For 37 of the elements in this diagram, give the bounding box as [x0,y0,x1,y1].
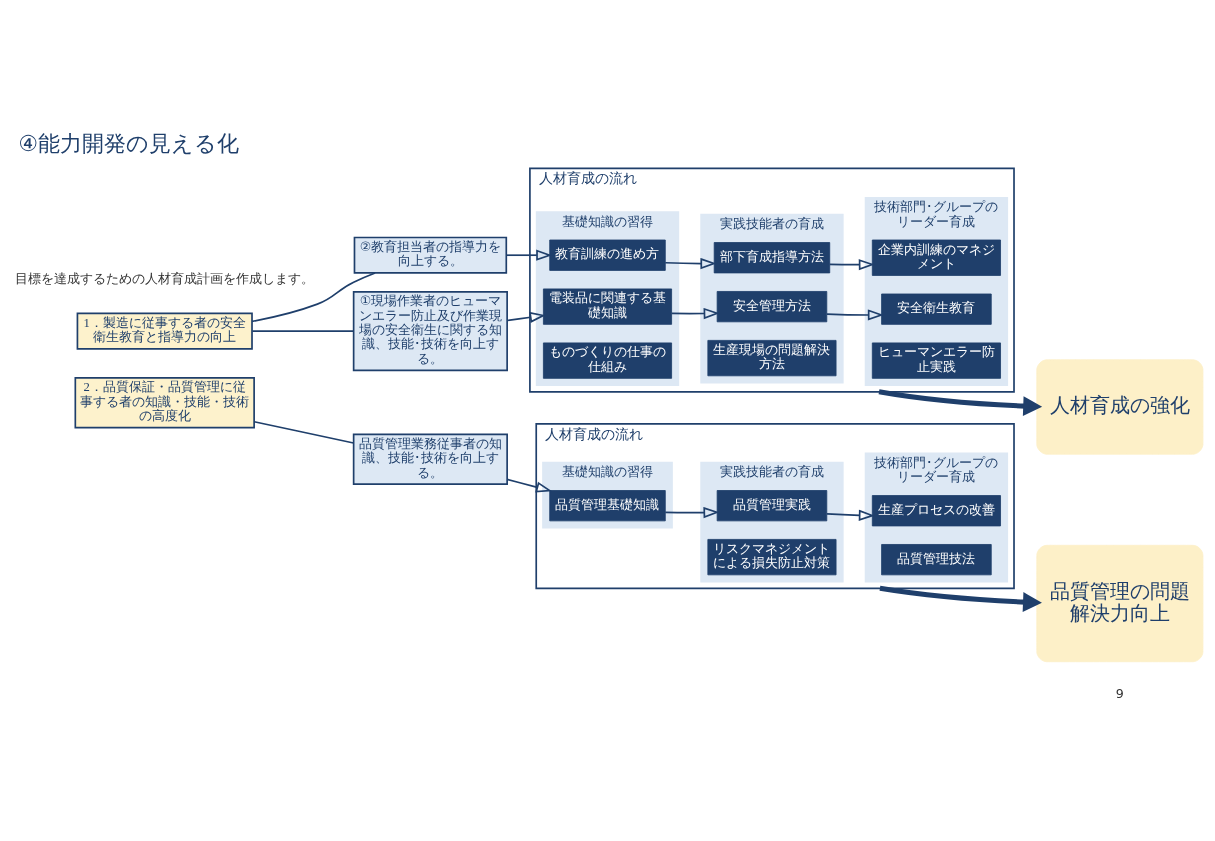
node-box: 1．製造に従事する者の安全衛生教育と指導力の向上 [76,312,253,350]
node-box: 生産現場の問題解決方法 [707,339,837,377]
node-box: 品質管理実践 [716,490,828,522]
arrow [826,509,875,521]
arrow [664,506,720,519]
arrow [670,307,720,320]
node-box: 教育訓練の進め方 [549,239,666,271]
node-box: 品質管理基礎知識 [549,490,666,522]
connector [251,330,355,332]
node-box: 品質管理の問題解決力向上 [1036,544,1204,663]
node-box: ②教育担当者の指導力を向上する。 [353,236,508,274]
node-box: 品質管理業務従事者の知識、技能･技術を向上する。 [352,433,508,486]
label: 目標を達成するための人材育成計画を作成します。 [15,270,315,286]
node-box: 人材育成の強化 [1036,359,1204,455]
node-box: 2．品質保証・品質管理に従事する者の知識・技能・技術の高度化 [74,377,255,429]
connector [253,420,355,444]
arrow [506,311,546,323]
node-box: 電装品に関連する基礎知識 [543,288,672,325]
node-box: ヒューマンエラー防止実践 [871,342,1001,379]
arrow [826,309,884,321]
node-box: 品質管理技法 [881,544,992,576]
diagram-title: ④能力開発の見える化 [18,131,239,157]
node-box: ①現場作業者のヒューマンエラー防止及び作業現場の安全衛生に関する知識、技能･技術を向上する。 [352,291,508,372]
arrow [664,257,717,270]
arrow [828,259,875,271]
node-box: ものづくりの仕事の仕組み [543,342,672,379]
arrow [506,478,553,493]
node-box: 安全衛生教育 [881,293,992,325]
node-box: 生産プロセスの改善 [871,495,1001,527]
arrow [505,249,553,261]
arrow [879,585,1042,612]
node-box: リスクマネジメントによる損失防止対策 [707,539,837,576]
node-box: 企業内訓練のマネジメント [871,239,1001,276]
node-box: 安全管理方法 [716,291,828,323]
node-box: 部下育成指導方法 [713,242,831,274]
label: 9 [1115,686,1124,702]
arrow [878,389,1043,416]
